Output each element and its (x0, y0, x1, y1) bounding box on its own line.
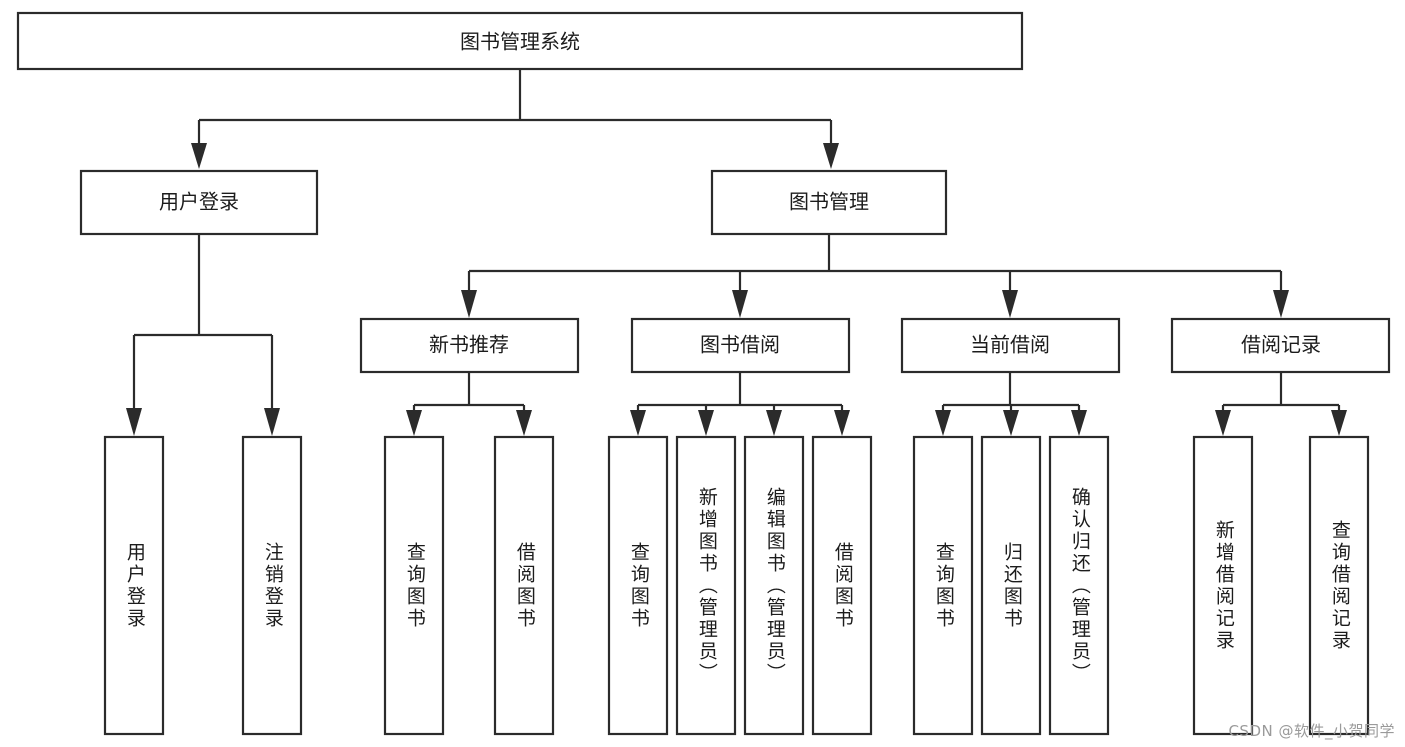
arrow-head-book-manage (823, 143, 839, 169)
connector-user-login-to-leaves (126, 234, 280, 436)
arrow-head-new-book-recommend (461, 290, 477, 318)
watermark-text: CSDN @软件_小贺同学 (1228, 722, 1395, 740)
connector-current-borrow-to-leaves (935, 372, 1087, 436)
node-book-borrow-label: 图书借阅 (700, 333, 780, 357)
arrow-head-leaf-query-book-2 (630, 410, 646, 436)
node-book-manage-label: 图书管理 (789, 190, 869, 214)
node-book-manage[interactable]: 图书管理 (710, 169, 948, 236)
connector-book-manage-to-level2 (461, 234, 1289, 318)
node-current-borrow-box[interactable] (900, 317, 1121, 374)
leaf-box-confirm-return[interactable] (1048, 435, 1110, 736)
leaf-box-user-login[interactable] (103, 435, 165, 736)
node-borrow-record-label: 借阅记录 (1241, 333, 1321, 357)
arrow-head-leaf-user-login (126, 408, 142, 436)
arrow-head-leaf-query-book-1 (406, 410, 422, 436)
leaf-box-logout-login[interactable] (241, 435, 303, 736)
node-root[interactable]: 图书管理系统 (16, 11, 1024, 71)
arrow-head-leaf-confirm-return (1071, 410, 1087, 436)
node-user-login-box[interactable] (79, 169, 319, 236)
leaf-box-add-book[interactable] (675, 435, 737, 736)
node-new-book-recommend[interactable]: 新书推荐 (359, 317, 580, 374)
node-current-borrow[interactable]: 当前借阅 (900, 317, 1121, 374)
leaf-box-query-book-2[interactable] (607, 435, 669, 736)
arrow-head-leaf-edit-book (766, 410, 782, 436)
leaf-box-borrow-book-1[interactable] (493, 435, 555, 736)
arrow-head-leaf-add-record (1215, 410, 1231, 436)
leaf-box-query-record[interactable] (1308, 435, 1370, 736)
node-new-book-recommend-label: 新书推荐 (429, 333, 509, 357)
arrow-head-book-borrow (732, 290, 748, 318)
arrow-head-leaf-borrow-book-1 (516, 410, 532, 436)
node-root-label: 图书管理系统 (460, 30, 580, 54)
leaf-box-borrow-book-2[interactable] (811, 435, 873, 736)
arrow-head-leaf-logout-login (264, 408, 280, 436)
connector-root-to-level1 (191, 69, 839, 169)
leaf-box-add-record[interactable] (1192, 435, 1254, 736)
arrow-head-user-login (191, 143, 207, 169)
arrow-head-leaf-query-record (1331, 410, 1347, 436)
arrow-head-borrow-record (1273, 290, 1289, 318)
arrow-head-leaf-borrow-book-2 (834, 410, 850, 436)
node-book-borrow[interactable]: 图书借阅 (630, 317, 851, 374)
node-user-login-label: 用户登录 (159, 190, 239, 214)
leaf-box-edit-book[interactable] (743, 435, 805, 736)
arrow-head-leaf-query-book-3 (935, 410, 951, 436)
leaf-box-query-book-3[interactable] (912, 435, 974, 736)
node-borrow-record[interactable]: 借阅记录 (1170, 317, 1391, 374)
node-new-book-recommend-box[interactable] (359, 317, 580, 374)
connector-book-borrow-to-leaves (630, 372, 850, 436)
leaf-box-query-book-1[interactable] (383, 435, 445, 736)
arrow-head-current-borrow (1002, 290, 1018, 318)
arrow-head-leaf-return-book (1003, 410, 1019, 436)
arrow-head-leaf-add-book (698, 410, 714, 436)
connector-new-book-recommend-to-leaves (406, 372, 532, 436)
node-root-box[interactable] (16, 11, 1024, 71)
leaf-box-return-book[interactable] (980, 435, 1042, 736)
connector-borrow-record-to-leaves (1215, 372, 1347, 436)
node-user-login[interactable]: 用户登录 (79, 169, 319, 236)
node-current-borrow-label: 当前借阅 (970, 333, 1050, 357)
